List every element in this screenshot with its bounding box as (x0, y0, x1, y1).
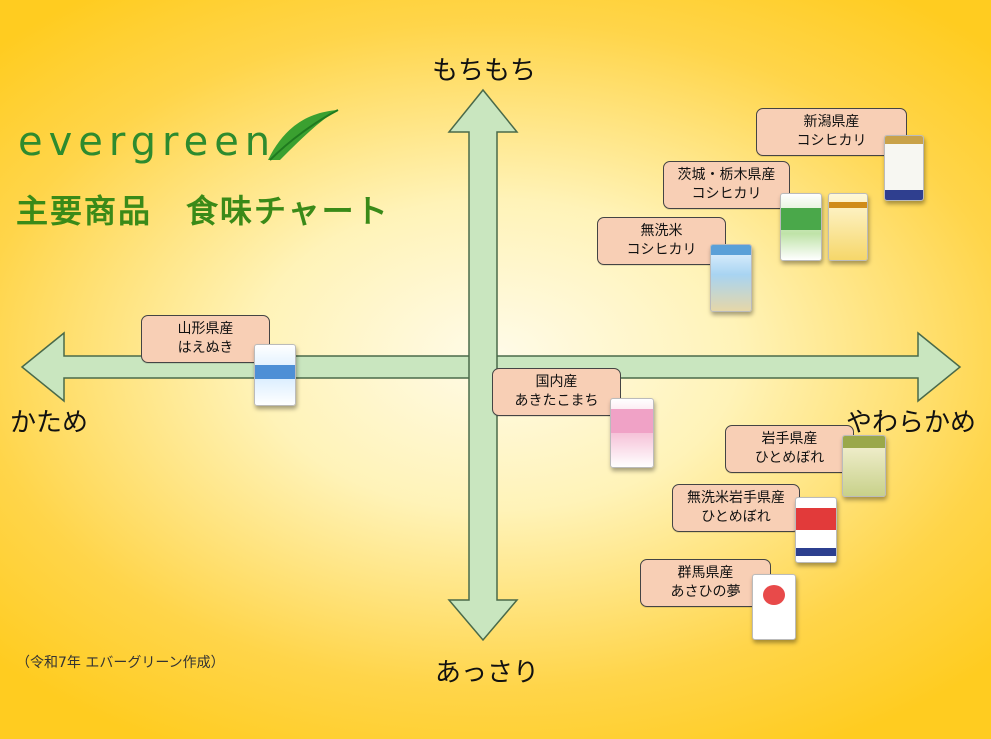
rice-bag-niigata-image (884, 135, 924, 201)
axis-label-top: もちもち (432, 56, 537, 86)
product-card-iwate-hitomebore: 岩手県産 ひとめぼれ (725, 425, 854, 473)
axis-label-bottom: あっさり (435, 658, 540, 688)
axis-label-right: やわらかめ (846, 408, 977, 438)
product-card-ibaraki-tochigi-koshihikari: 茨城・栃木県産 コシヒカリ (663, 161, 790, 209)
brand-logo-text: evergreen (18, 119, 277, 165)
product-card-gunma-asahinoyume: 群馬県産 あさひの夢 (640, 559, 771, 607)
rice-bag-musenmai-koshihikari-image (710, 244, 752, 312)
product-card-musenmai-iwate-hitomebore: 無洗米岩手県産 ひとめぼれ (672, 484, 800, 532)
rice-bag-iwate-image (842, 435, 886, 497)
product-card-yamagata-haenuki: 山形県産 はえぬき (141, 315, 270, 363)
leaf-logo-icon (268, 110, 338, 160)
rice-bag-musenmai-iwate-image (795, 497, 837, 563)
rice-bag-ibaraki-image (780, 193, 822, 261)
vertical-axis-arrow (447, 88, 519, 642)
product-card-niigata-koshihikari: 新潟県産 コシヒカリ (756, 108, 907, 156)
axis-label-left: かため (10, 408, 89, 438)
creation-note: （令和7年 エバーグリーン作成） (16, 655, 225, 671)
rice-bag-akitakomachi-image (610, 398, 654, 468)
product-card-musenmai-koshihikari: 無洗米 コシヒカリ (597, 217, 726, 265)
rice-bag-gunma-image (752, 574, 796, 640)
rice-bag-yamagata-image (254, 344, 296, 406)
rice-bag-tochigi-image (828, 193, 868, 261)
page-title: 主要商品 食味チャート (16, 192, 390, 230)
product-card-kokunai-akitakomachi: 国内産 あきたこまち (492, 368, 621, 416)
